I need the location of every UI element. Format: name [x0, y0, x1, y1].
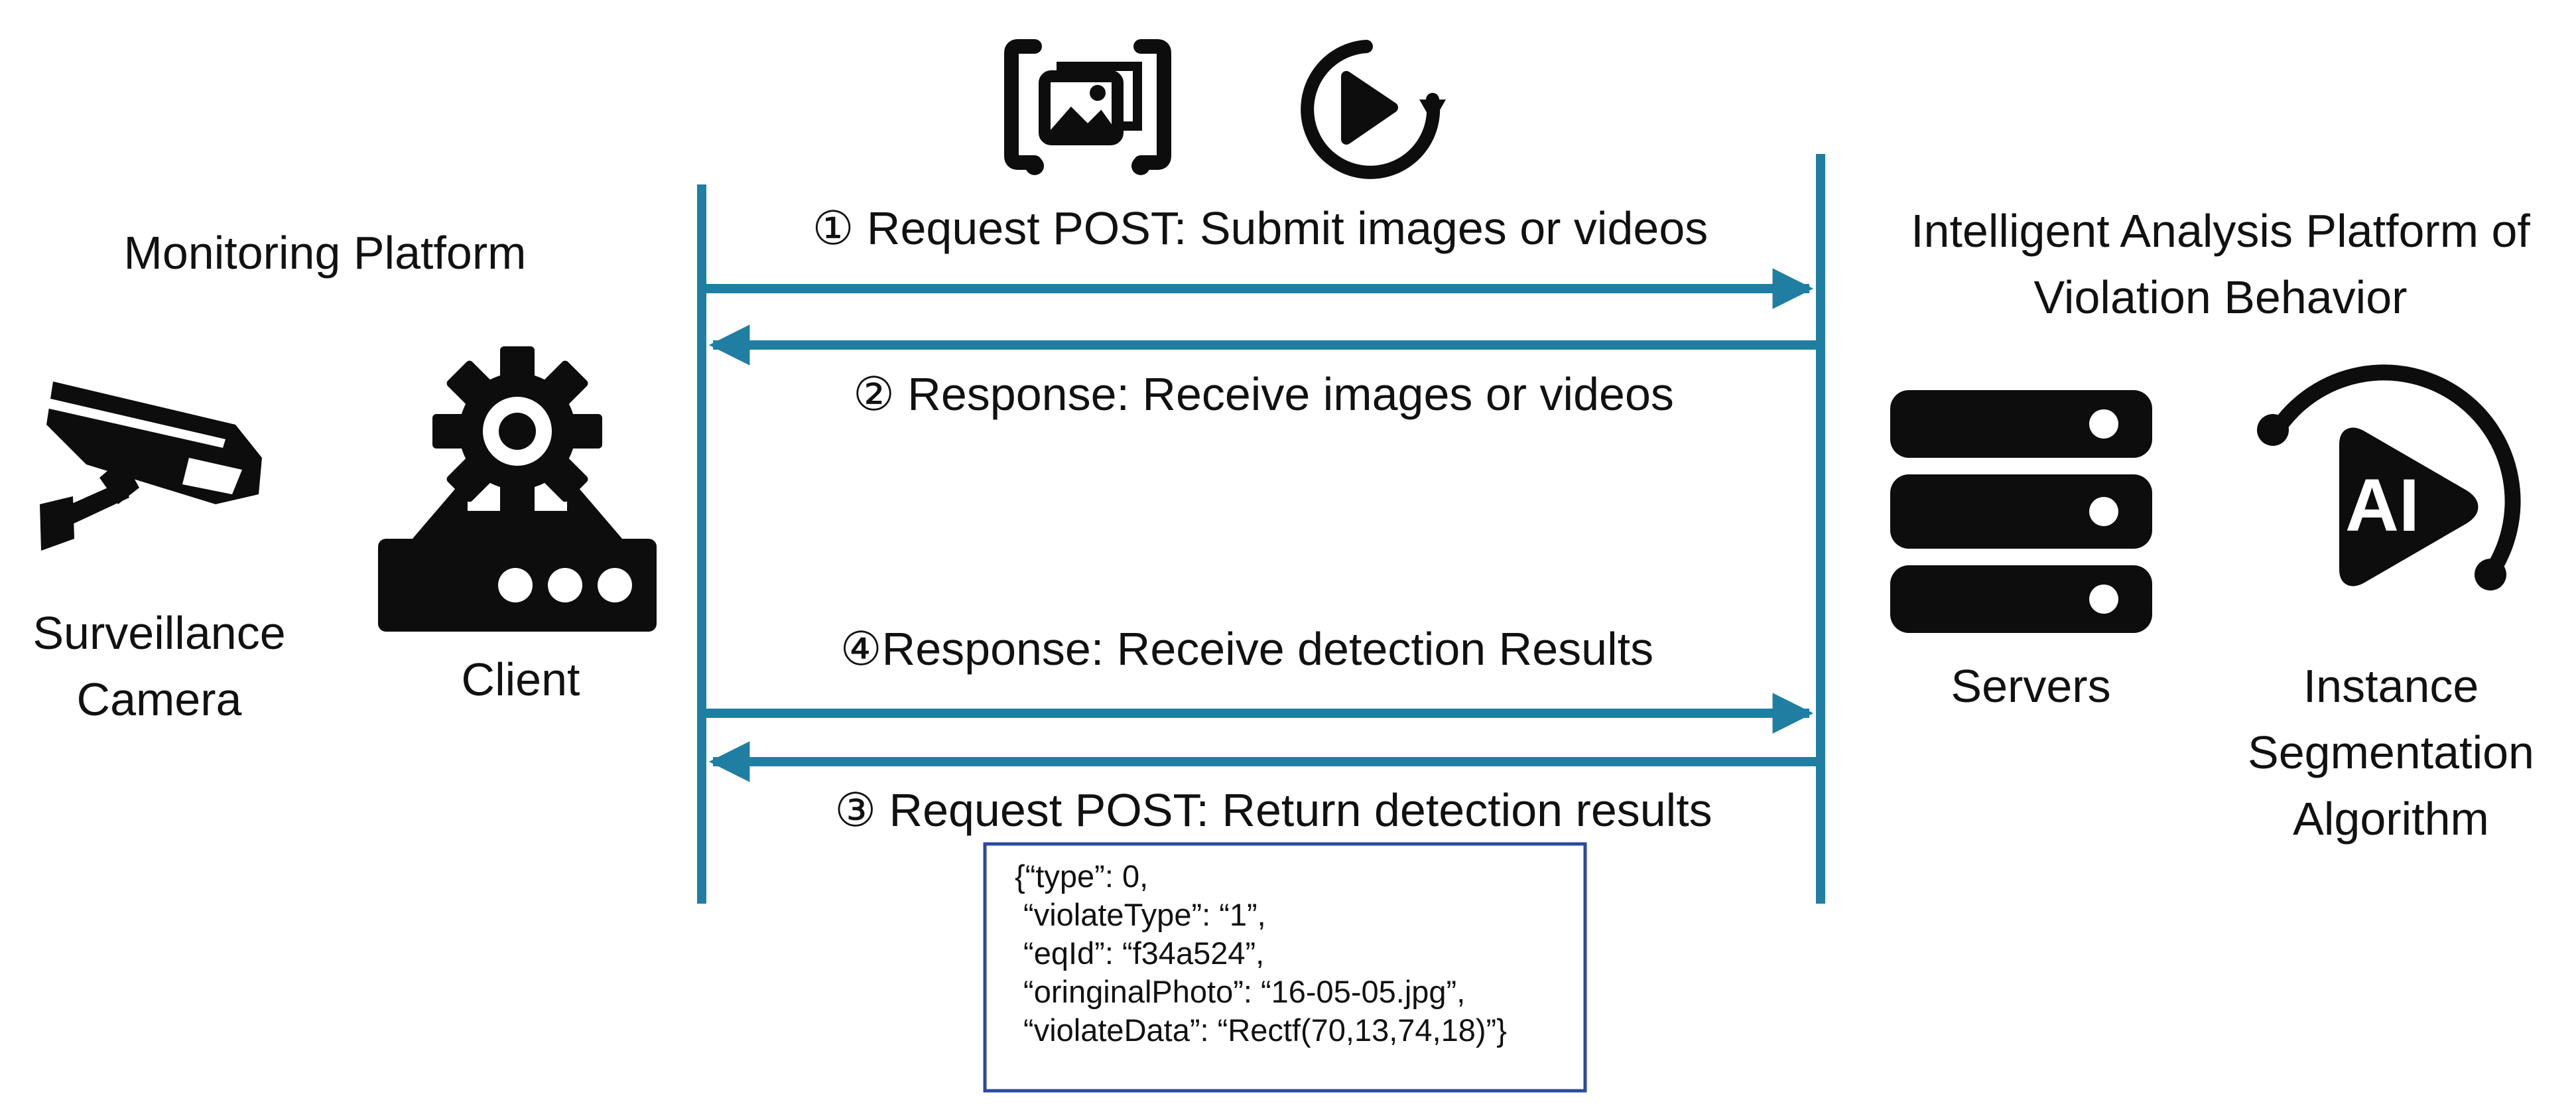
server-stack-icon	[1890, 390, 2152, 633]
json-line-3: “eqId”: “f34a524”,	[1015, 936, 1264, 971]
surveillance-camera-icon	[40, 382, 262, 551]
message-1-label: ① Request POST: Submit images or videos	[812, 202, 1708, 254]
servers-label: Servers	[1951, 660, 2110, 712]
analysis-platform-title-line2: Violation Behavior	[2034, 271, 2408, 323]
message-4-label: ④Response: Receive detection Results	[840, 623, 1653, 675]
image-gallery-icon	[1004, 39, 1171, 175]
json-payload-box	[983, 842, 1587, 1093]
json-line-4: “oringinalPhoto”: “16-05-05.jpg”,	[1015, 974, 1465, 1009]
json-line-1: {“type”: 0,	[1015, 859, 1148, 894]
monitoring-platform-title: Monitoring Platform	[124, 227, 527, 279]
message-3-label: ③ Request POST: Return detection results	[834, 784, 1712, 836]
analysis-platform-title-line1: Intelligent Analysis Platform of	[1911, 205, 2530, 257]
algorithm-label-line3: Algorithm	[2293, 793, 2489, 845]
client-device-gear-icon	[378, 346, 657, 632]
client-label: Client	[462, 654, 580, 705]
json-line-2: “violateType”: “1”,	[1015, 897, 1266, 932]
play-replay-icon	[1301, 40, 1446, 179]
ai-icon-text: AI	[2345, 464, 2419, 547]
surveillance-camera-label-line2: Camera	[77, 673, 242, 725]
algorithm-label-line1: Instance	[2303, 660, 2479, 712]
json-line-5: “violateData”: “Rectf(70,13,74,18)”}	[1015, 1012, 1507, 1048]
algorithm-label-line2: Segmentation	[2248, 727, 2534, 778]
message-2-label: ② Response: Receive images or videos	[853, 368, 1674, 420]
surveillance-camera-label-line1: Surveillance	[32, 607, 285, 659]
ai-play-cycle-icon: AI	[2257, 364, 2521, 591]
